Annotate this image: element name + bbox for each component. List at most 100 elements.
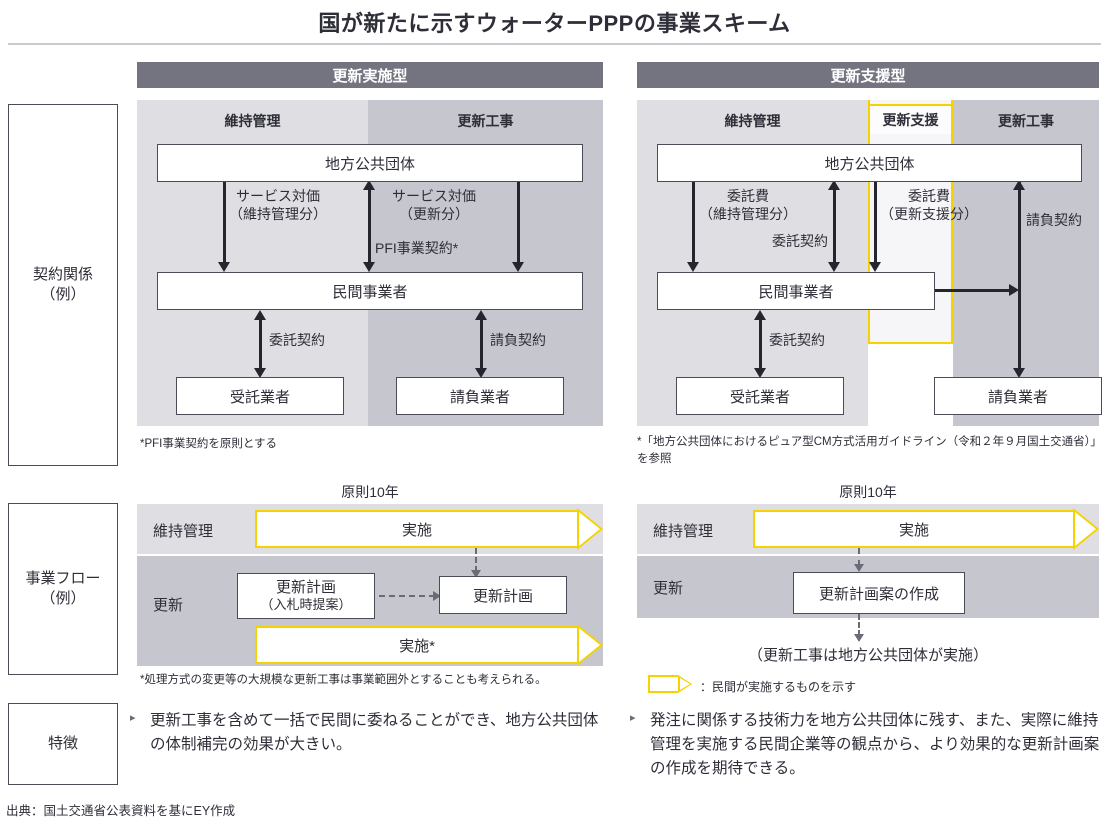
flow-row-label-renewal: 更新	[653, 580, 684, 597]
node-private-operator: 民間事業者	[157, 272, 583, 310]
legend-label-private: ：民間が実施するものを示す	[700, 680, 857, 694]
flow-dashed-maintenance-to-plan	[475, 548, 477, 572]
flow-arrow-maintenance-label: 実施	[753, 510, 1073, 548]
arrow-entrust-fee-om-line	[692, 182, 695, 264]
flow-arrow-renewal: 実施*	[255, 624, 603, 666]
flow-caption-right: （更新工事は地方公共団体が実施）	[747, 647, 988, 664]
flow-arrow-maintenance-head-inner	[579, 512, 600, 546]
row-label-flow: 事業フロー （例）	[8, 503, 118, 675]
label-service-fee-om-line2: （維持管理分）	[229, 205, 327, 222]
node-entrusted-contractor: 受託業者	[676, 377, 844, 415]
column-title-maintenance: 維持管理	[724, 113, 781, 129]
node-work-contractor: 請負業者	[934, 377, 1102, 415]
arrow-entrust-contract-bottom-head-down	[754, 368, 766, 378]
node-entrusted-contractor: 受託業者	[176, 377, 344, 415]
arrow-entrust-contract-top-head-up	[828, 180, 840, 190]
flow-arrow-renewal-label: 実施*	[255, 626, 577, 664]
flow-dashed-maintenance-to-plan	[858, 548, 860, 566]
flow-arrow-maintenance-head-inner	[1075, 512, 1096, 546]
flow-row-label-maintenance: 維持管理	[153, 523, 214, 540]
column-title-renewal-support: 更新支援	[868, 104, 953, 134]
label-entrust-contract-top: 委託契約	[772, 233, 828, 249]
arrow-work-contract-line	[1018, 182, 1021, 370]
label-work-contract: 請負契約	[1026, 212, 1082, 228]
flow-dashed-plan-bid-to-plan-head	[433, 591, 441, 601]
flow-arrow-renewal-head-inner	[579, 628, 600, 662]
row-label-contract-line2: （例）	[40, 286, 86, 303]
flow-arrow-maintenance: 実施	[255, 508, 603, 550]
feature-right: ▸ 発注に関係する技術力を地方公共団体に残す、また、実際に維持管理を実施する民間…	[630, 709, 1104, 781]
arrow-pfi-contract-line	[368, 188, 371, 264]
label-entrust-fee-om-line2: （維持管理分）	[699, 205, 797, 222]
contract-diagram-left: 維持管理 更新工事 地方公共団体 サービス対価 （維持管理分） サービス対価 （…	[137, 100, 603, 426]
label-entrust-fee-support-line2: （更新支援分）	[880, 205, 978, 222]
feature-left-text: 更新工事を含めて一括で民間に委ねることができ、地方公共団体の体制補完の効果が大き…	[150, 712, 599, 754]
panel-header-right: 更新支援型	[637, 62, 1099, 88]
arrow-entrust-contract-top-head-down	[828, 262, 840, 272]
label-entrust-contract: 委託契約	[269, 332, 325, 348]
flow-arrow-maintenance-label: 実施	[255, 510, 577, 548]
arrow-work-contract-head-down	[1013, 368, 1025, 378]
flow-note-left: *処理方式の変更等の大規模な更新工事は事業範囲外とすることも考えられる。	[140, 674, 547, 686]
flow-arrow-maintenance: 実施	[753, 508, 1099, 550]
flow-dashed-maintenance-to-plan-head	[854, 564, 864, 572]
flow-box-renewal-plan: 更新計画	[439, 576, 567, 614]
arrow-entrust-contract-head-up	[254, 310, 266, 320]
arrow-service-fee-om-head	[218, 262, 230, 272]
node-local-government: 地方公共団体	[157, 144, 583, 182]
node-work-contractor: 請負業者	[396, 377, 564, 415]
flow-dashed-plan-to-caption	[858, 614, 860, 636]
arrow-pfi-contract-head-up	[363, 180, 375, 190]
column-title-renewal: 更新工事	[457, 113, 514, 129]
arrow-entrust-contract-bottom-head-up	[754, 310, 766, 320]
flow-dashed-plan-bid-to-plan	[379, 595, 435, 597]
footnote-right: *「地方公共団体におけるピュア型CM方式活用ガイドライン（令和２年９月国土交通省…	[637, 436, 1102, 465]
connector-operator-to-work-head	[1009, 284, 1019, 296]
label-service-fee-om-line1: サービス対価	[236, 188, 320, 204]
arrow-work-contract-line	[480, 318, 483, 370]
column-title-renewal-works: 更新工事	[998, 113, 1054, 129]
page-title: 国が新たに示すウォーターPPPの事業スキーム	[318, 11, 791, 36]
arrow-service-fee-renewal-head	[512, 262, 524, 272]
flow-box-renewal-plan-bid-line2: （入札時提案）	[260, 597, 352, 613]
feature-right-text: 発注に関係する技術力を地方公共団体に残す、また、実際に維持管理を実施する民間企業…	[650, 712, 1100, 778]
row-label-contract-line1: 契約関係	[32, 265, 93, 283]
arrow-entrust-fee-om-head	[687, 262, 699, 272]
arrow-service-fee-renewal-line	[517, 182, 520, 264]
title-divider	[8, 43, 1101, 45]
label-entrust-fee-om-line1: 委託費	[727, 188, 769, 204]
contract-diagram-right: 維持管理 更新支援 更新工事 地方公共団体 委託費 （維持管理分） 委託費 （更…	[637, 100, 1102, 426]
row-label-contract: 契約関係 （例）	[8, 104, 118, 466]
bullet-icon: ▸	[630, 712, 636, 724]
flow-box-renewal-plan-bid: 更新計画 （入札時提案）	[237, 573, 375, 619]
row-label-feature: 特徴	[8, 703, 118, 785]
label-entrust-contract-bottom: 委託契約	[769, 332, 825, 348]
label-work-contract: 請負契約	[490, 332, 546, 348]
row-label-flow-line1: 事業フロー	[25, 569, 101, 587]
arrow-service-fee-om-line	[223, 182, 226, 264]
flow-duration-left: 原則10年	[341, 484, 399, 500]
flow-dashed-maintenance-to-plan-head	[471, 570, 481, 578]
arrow-pfi-contract-head-down	[363, 262, 375, 272]
column-title-maintenance: 維持管理	[224, 113, 281, 129]
arrow-entrust-contract-bottom-line	[759, 318, 762, 370]
arrow-work-contract-head-up	[475, 310, 487, 320]
label-entrust-fee-support-line1: 委託費	[908, 188, 950, 204]
arrow-entrust-fee-support-line	[874, 182, 877, 264]
label-service-fee-renewal-line2: （更新分）	[399, 205, 469, 222]
connector-operator-to-work-line	[935, 289, 1011, 292]
feature-left: ▸ 更新工事を含めて一括で民間に委ねることができ、地方公共団体の体制補完の効果が…	[130, 709, 600, 757]
legend-arrow-private	[648, 675, 692, 693]
flow-duration-right: 原則10年	[839, 484, 897, 500]
arrow-entrust-contract-head-down	[254, 368, 266, 378]
arrow-work-contract-head-up	[1013, 180, 1025, 190]
footnote-left: *PFI事業契約を原則とする	[140, 438, 278, 450]
arrow-entrust-contract-line	[259, 318, 262, 370]
flow-dashed-plan-to-caption-head	[854, 634, 864, 642]
row-label-flow-line2: （例）	[40, 590, 86, 607]
arrow-entrust-contract-top-line	[833, 188, 836, 264]
flow-box-renewal-plan-bid-line1: 更新計画	[275, 578, 336, 596]
label-service-fee-renewal-line1: サービス対価	[392, 188, 476, 204]
node-local-government: 地方公共団体	[657, 144, 1082, 182]
arrow-entrust-fee-support-head	[869, 262, 881, 272]
